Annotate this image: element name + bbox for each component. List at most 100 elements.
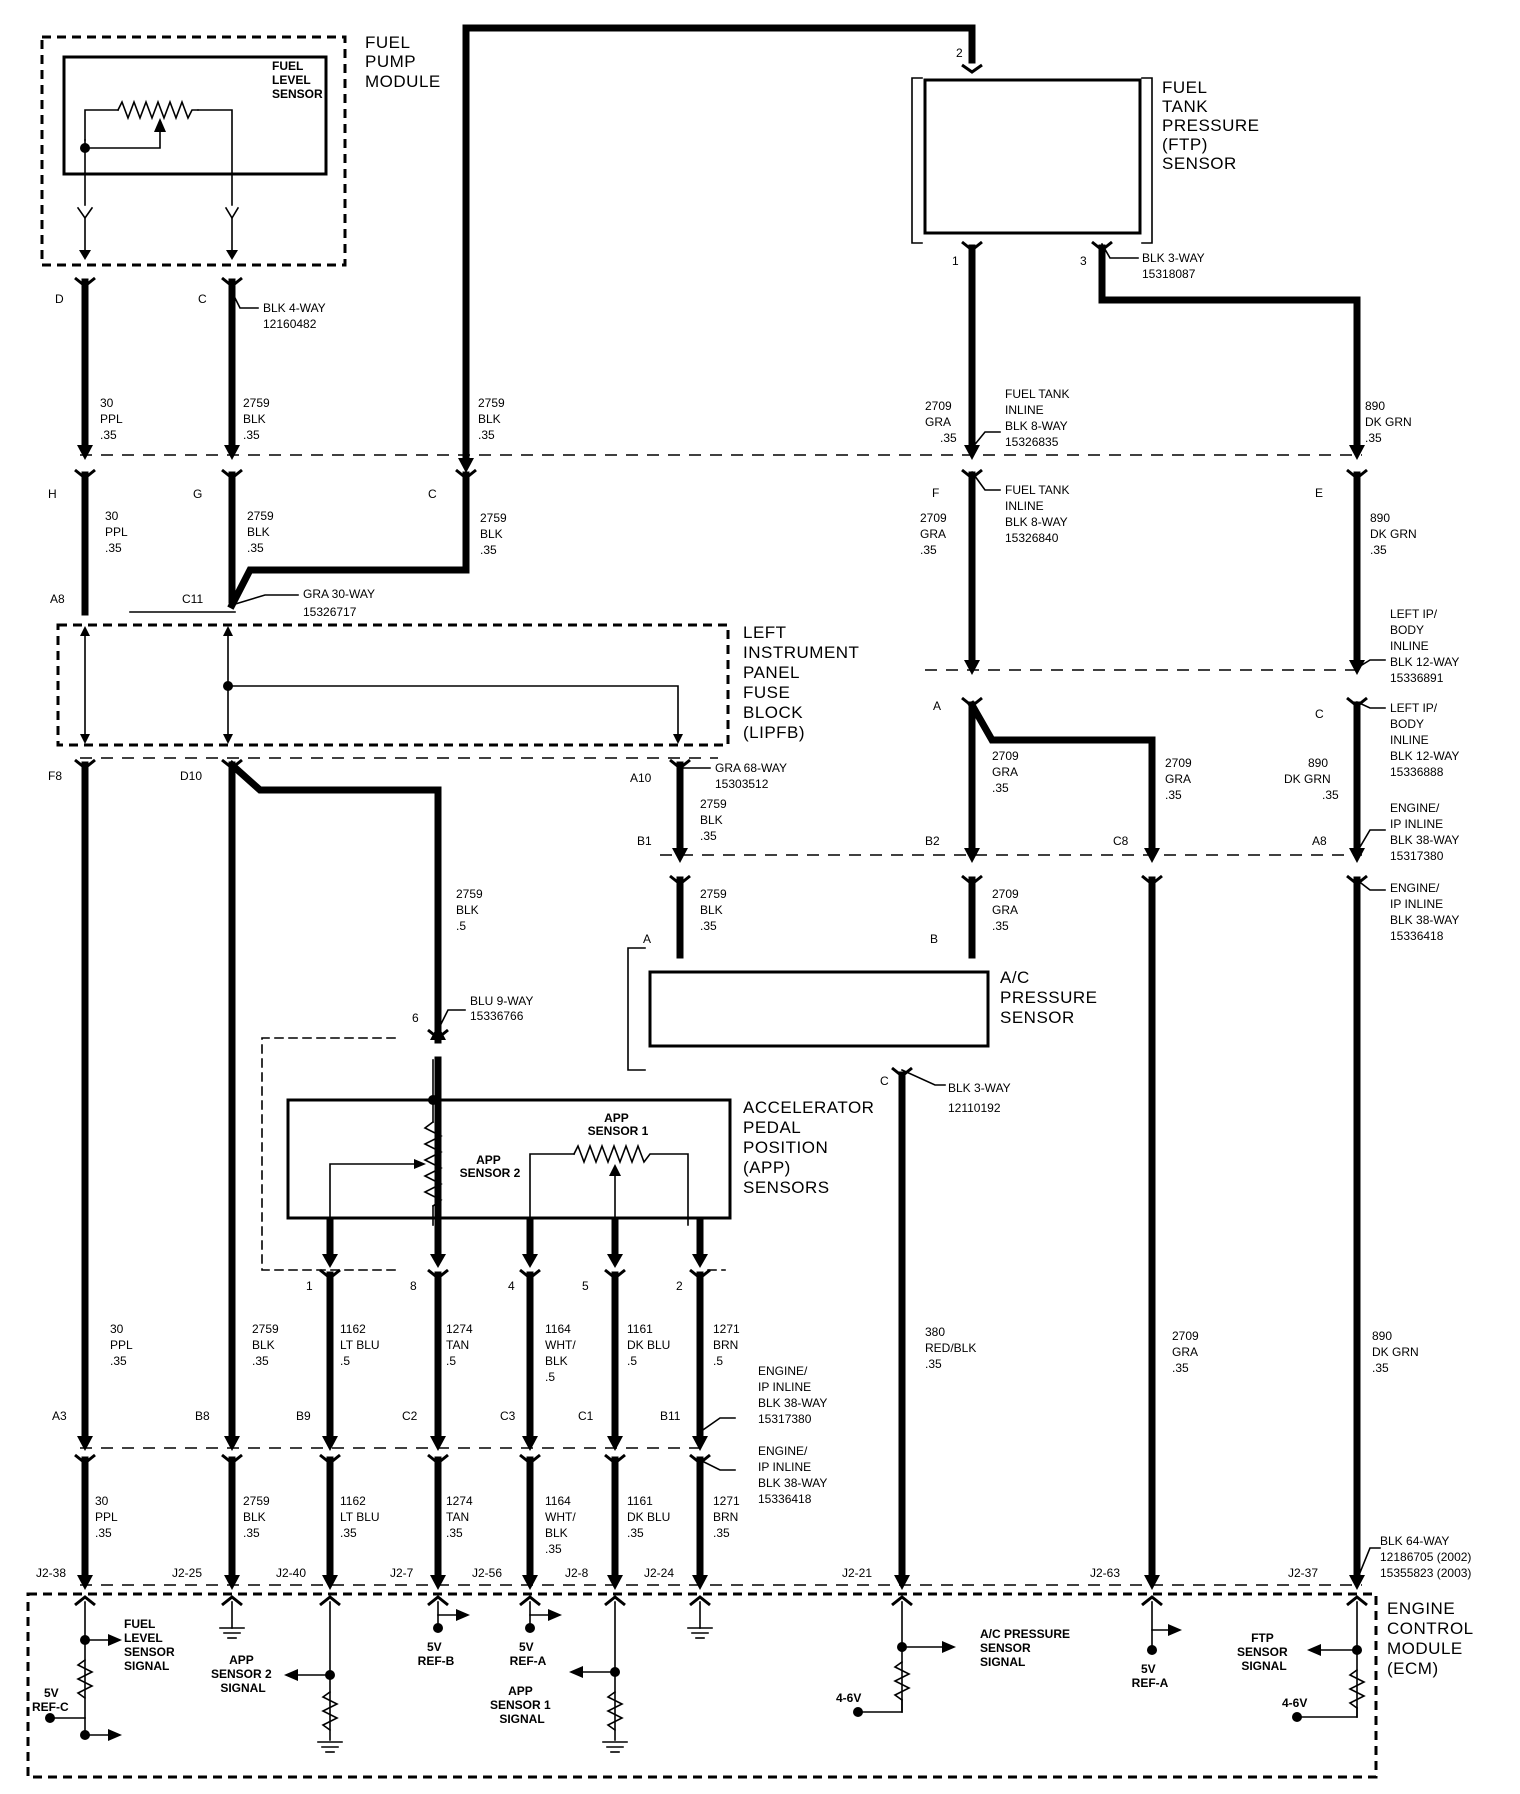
ecm-app2-signal-label: APP SENSOR 2 SIGNAL (211, 1653, 275, 1695)
pin-label: 6 (412, 1011, 419, 1025)
connector-labels: BLK 4-WAY 12160482 BLK 3-WAY 15318087 FU… (263, 251, 1475, 1580)
ecm-4-6v-label: 4-6V (836, 1691, 861, 1705)
ecm-internal-circuits (45, 1601, 1366, 1753)
pin-label: C2 (402, 1409, 418, 1423)
pin-label: D (55, 292, 64, 306)
pin-label: 1 (952, 254, 959, 268)
ecm-ac-signal-label: A/C PRESSURE SENSOR SIGNAL (980, 1627, 1073, 1669)
ground-icon (602, 1741, 628, 1753)
pin-label: B11 (660, 1409, 681, 1423)
pin-label: J2-24 (644, 1566, 674, 1580)
ecm-fuel-level-signal-label: FUEL LEVEL SENSOR SIGNAL (124, 1617, 178, 1673)
pin-label: J2-7 (390, 1566, 414, 1580)
pin-labels: 2 1 3 D C H G C F E A8 C11 A C F8 D10 A1… (36, 46, 1327, 1580)
pin-label: F (932, 486, 939, 500)
pin-label: 5 (582, 1279, 589, 1293)
pin-label: A (643, 932, 651, 946)
pin-label: C3 (500, 1409, 516, 1423)
ecm-5v-ref-b-label: 5V REF-B (418, 1640, 455, 1668)
ecm (26, 1592, 1378, 1779)
ground-icon (317, 1741, 343, 1753)
pin-label: D10 (180, 769, 202, 783)
pin-label: A3 (52, 1409, 67, 1423)
connector-ecm-blk64: BLK 64-WAY 12186705 (2002) 15355823 (200… (1380, 1534, 1475, 1580)
connector-fuel-tank-inline-b: FUEL TANK INLINE BLK 8-WAY 15326840 (1005, 483, 1073, 545)
pin-label: B (930, 932, 938, 946)
pin-label: 1 (306, 1279, 313, 1293)
pin-label: 3 (1080, 254, 1087, 268)
connector-ftp-blk3: BLK 3-WAY 15318087 (1142, 251, 1208, 281)
splice-dot (80, 143, 90, 153)
pin-label: A8 (50, 592, 65, 606)
pin-label: E (1315, 486, 1323, 500)
component-titles: FUEL PUMP MODULE FUEL LEVEL SENSOR FUEL … (272, 33, 1473, 1678)
pin-label: 2 (676, 1279, 683, 1293)
pin-label: C (428, 487, 437, 501)
ac-pressure-sensor (627, 947, 990, 1071)
pin-label: J2-38 (36, 1566, 66, 1580)
lipfb-fuse-block (56, 623, 730, 747)
connector-fuel-tank-inline-a: FUEL TANK INLINE BLK 8-WAY 15326835 (1005, 387, 1073, 449)
pin-label: B9 (296, 1409, 311, 1423)
pin-label: C (1315, 707, 1324, 721)
pin-label: C8 (1113, 834, 1129, 848)
fuel-level-sensor-label: FUEL LEVEL SENSOR (272, 59, 323, 101)
ground-icon (219, 1627, 245, 1639)
pin-female-terminals (74, 63, 1368, 1607)
ftp-sensor (911, 77, 1153, 244)
pin-label: C11 (182, 592, 203, 606)
pin-label: J2-56 (472, 1566, 502, 1580)
pin-label: F8 (48, 769, 62, 783)
connector-ac-blk3: BLK 3-WAY 12110192 (948, 1081, 1014, 1115)
pin-label: B8 (195, 1409, 210, 1423)
pin-label: J2-21 (842, 1566, 872, 1580)
connector-gra30: GRA 30-WAY 15326717 (303, 587, 378, 619)
ac-pressure-sensor-title: A/C PRESSURE SENSOR (1000, 968, 1103, 1027)
app-sensor-1-label: APP SENSOR 1 (588, 1111, 649, 1138)
ecm-app1-signal-label: APP SENSOR 1 SIGNAL (490, 1684, 554, 1726)
pin-label: B2 (925, 834, 940, 848)
pin-label: 8 (410, 1279, 417, 1293)
app-sensors-title: ACCELERATOR PEDAL POSITION (APP) SENSORS (743, 1098, 880, 1197)
connector-engine-ip-d: ENGINE/ IP INLINE BLK 38-WAY 15336418 (758, 1444, 830, 1506)
fuel-pump-module-title: FUEL PUMP MODULE (365, 33, 441, 91)
ecm-ftp-signal-label: FTP SENSOR SIGNAL (1237, 1631, 1291, 1673)
lipfb-title: LEFT INSTRUMENT PANEL FUSE BLOCK (LIPFB) (743, 623, 864, 742)
pin-label: J2-25 (172, 1566, 202, 1580)
pin-label: J2-8 (565, 1566, 589, 1580)
app-sensor-2-label: APP SENSOR 2 (460, 1153, 521, 1180)
connector-engine-ip-c: ENGINE/ IP INLINE BLK 38-WAY 15317380 (758, 1364, 830, 1426)
ecm-labels: FUEL LEVEL SENSOR SIGNAL 5V REF-C APP SE… (32, 1617, 1307, 1726)
wiper-arrow-icon (154, 118, 166, 132)
pin-label: C (198, 292, 207, 306)
pin-label: J2-40 (276, 1566, 306, 1580)
fuel-pump-module (40, 35, 347, 267)
connector-left-ip-body-a: LEFT IP/ BODY INLINE BLK 12-WAY 15336891 (1390, 607, 1462, 685)
ftp-sensor-title: FUEL TANK PRESSURE (FTP) SENSOR (1162, 78, 1265, 173)
